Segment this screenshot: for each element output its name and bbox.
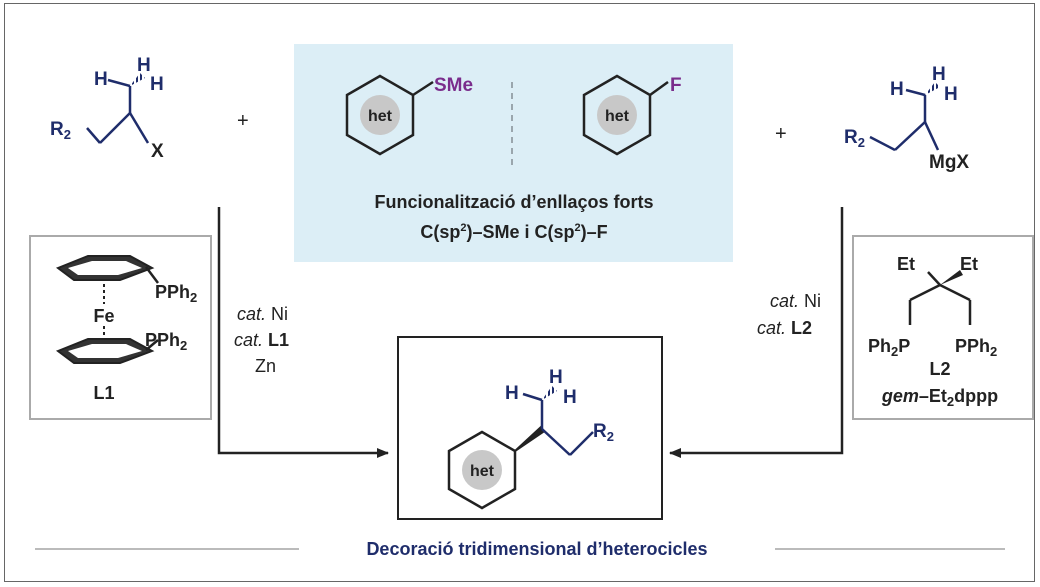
l1-pph2-top: PPh2 bbox=[155, 282, 197, 305]
l2-name: gem–Et2dppp bbox=[881, 386, 998, 409]
hetarene-f bbox=[582, 74, 669, 156]
conditions-right-line2: cat. L2 bbox=[757, 318, 812, 338]
left-r2: R2 bbox=[50, 119, 71, 142]
right-h3: H bbox=[944, 84, 958, 105]
l2-pph2: PPh2 bbox=[955, 336, 997, 359]
plus-right: + bbox=[775, 123, 787, 145]
l2-et2: Et bbox=[960, 254, 978, 274]
gem-et2dppp-l2 bbox=[908, 271, 972, 325]
l2-ph2p: Ph2P bbox=[868, 336, 910, 359]
het-label-left: het bbox=[368, 108, 393, 125]
scheme-frame bbox=[4, 3, 1035, 582]
conditions-left-line3: Zn bbox=[255, 356, 276, 376]
left-h1: H bbox=[94, 69, 108, 90]
arrow-left bbox=[217, 207, 389, 458]
f-group: F bbox=[670, 75, 682, 96]
l2-label: L2 bbox=[929, 359, 950, 379]
right-h1: H bbox=[890, 79, 904, 100]
l2-wedge-bond bbox=[940, 270, 963, 285]
conditions-left-line2: cat. L1 bbox=[234, 330, 289, 350]
right-ch-bond bbox=[905, 88, 926, 97]
right-r2: R2 bbox=[844, 127, 865, 150]
l1-pph2-bottom: PPh2 bbox=[145, 330, 187, 353]
product-h2: H bbox=[549, 367, 563, 388]
sme-group: SMe bbox=[434, 75, 473, 96]
footer-title: Decoració tridimensional d’heterocicles bbox=[366, 539, 707, 559]
panel-caption-line2: C(sp2)–SMe i C(sp2)–F bbox=[420, 222, 607, 242]
plus-left: + bbox=[237, 110, 249, 132]
product-structure bbox=[447, 386, 594, 510]
het-label-right: het bbox=[605, 108, 630, 125]
product-box bbox=[397, 336, 663, 520]
left-hashed-bond bbox=[130, 73, 145, 86]
reactant-right bbox=[869, 95, 940, 152]
product-h3: H bbox=[563, 387, 577, 408]
left-ch-bond bbox=[107, 78, 131, 88]
left-x: X bbox=[151, 141, 164, 162]
left-h3: H bbox=[150, 74, 164, 95]
reactant-left bbox=[86, 86, 150, 144]
left-h2: H bbox=[137, 55, 151, 76]
ligand-l2-box bbox=[852, 235, 1034, 420]
ligand-l1-box bbox=[29, 235, 212, 420]
substrate-panel bbox=[294, 44, 733, 262]
l2-et1: Et bbox=[897, 254, 915, 274]
l1-label: L1 bbox=[93, 383, 114, 403]
right-h2: H bbox=[932, 64, 946, 85]
product-h1: H bbox=[505, 383, 519, 404]
right-mgx: MgX bbox=[929, 152, 969, 173]
product-r2: R2 bbox=[593, 421, 614, 444]
conditions-right-line1: cat. Ni bbox=[770, 291, 821, 311]
panel-caption-line1: Funcionalització d’enllaços forts bbox=[374, 192, 653, 212]
conditions-left-line1: cat. Ni bbox=[237, 304, 288, 324]
product-het-label: het bbox=[470, 463, 495, 480]
right-hashed-bond bbox=[925, 82, 940, 95]
ferrocene-l1 bbox=[55, 255, 159, 364]
arrow-right bbox=[669, 207, 844, 458]
hetarene-sme bbox=[345, 74, 434, 156]
l1-fe: Fe bbox=[93, 306, 114, 326]
